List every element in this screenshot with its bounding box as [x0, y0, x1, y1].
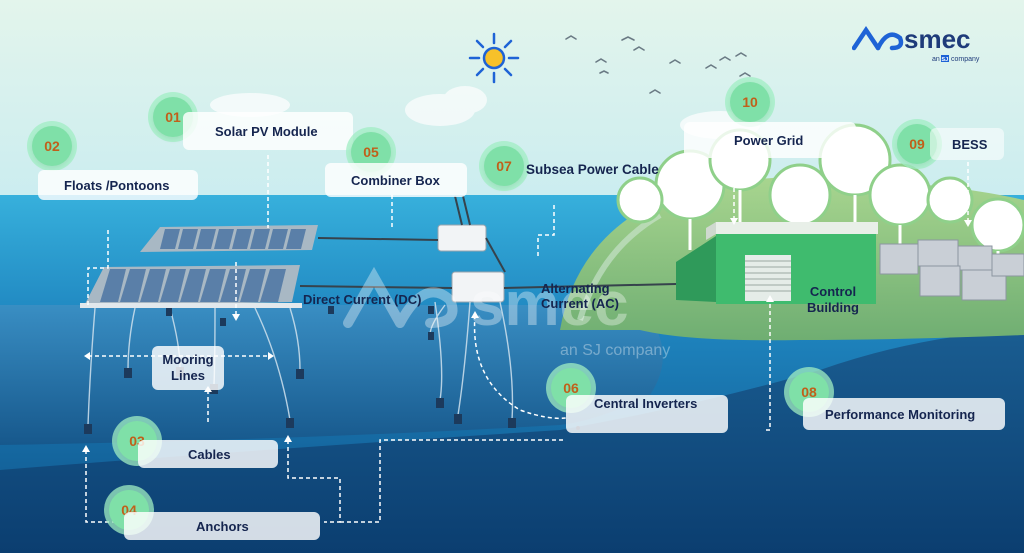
watermark-tagline: an SJ company — [560, 342, 670, 359]
sun-icon — [468, 32, 520, 84]
badge-02: 02 — [32, 126, 72, 166]
mooring-lines — [87, 301, 514, 426]
solar-pv-arrays — [80, 225, 318, 308]
brand-tagline-post: company — [951, 56, 980, 63]
control-building-shape — [676, 222, 878, 304]
watermark: smec an SJ company — [330, 255, 710, 365]
deep-sea — [0, 330, 1024, 553]
badge-07: 07 — [484, 146, 524, 186]
badge-10: 10 — [730, 82, 770, 122]
label-floats-pontoons: Floats /Pontoons — [38, 170, 198, 200]
label-bess: BESS — [930, 128, 1004, 160]
brand-tagline-pre: an — [932, 56, 940, 63]
label-performance-monitoring: Performance Monitoring — [803, 398, 1005, 430]
brand-name: smec — [904, 24, 971, 54]
trees — [616, 123, 1024, 265]
label-power-grid: Power Grid — [684, 122, 856, 158]
birds-icon — [565, 35, 751, 94]
brand-tagline-mark: SJ — [942, 57, 949, 63]
label-central-inverters: Central Inverters — [566, 395, 728, 433]
label-alternating-current: Alternating Current (AC) — [541, 281, 619, 311]
label-direct-current: Direct Current (DC) — [303, 292, 422, 307]
label-control-building: Control Building — [807, 284, 859, 315]
label-solar-pv-module: Solar PV Module — [183, 112, 353, 150]
power-cables — [299, 195, 677, 289]
logo-mark-icon — [851, 25, 904, 51]
label-cables: Cables — [138, 440, 278, 468]
label-subsea-power-cable: Subsea Power Cable — [526, 162, 659, 177]
bess-containers — [879, 239, 1024, 301]
label-anchors: Anchors — [124, 512, 320, 540]
underwater-zone — [0, 305, 663, 445]
brand-logo: smec an SJ company — [851, 24, 1002, 64]
label-combiner-box: Combiner Box — [325, 163, 467, 197]
label-mooring-lines: Mooring Lines — [152, 346, 224, 390]
shore — [577, 212, 662, 321]
watermark-name: smec — [470, 270, 629, 339]
